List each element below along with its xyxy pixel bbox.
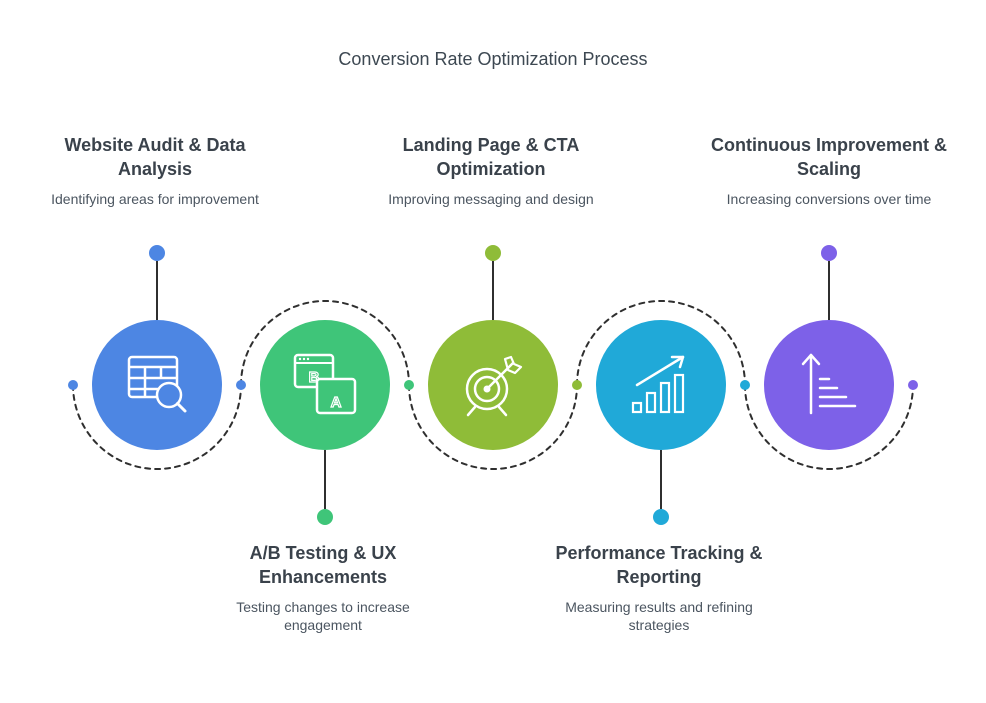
step-1-text: Website Audit & Data Analysis Identifyin… bbox=[35, 133, 275, 208]
step-4-title: Performance Tracking & Reporting bbox=[555, 543, 763, 587]
step-4-text: Performance Tracking & Reporting Measuri… bbox=[539, 541, 779, 634]
step-3-circle bbox=[428, 320, 558, 450]
step-1-circle bbox=[92, 320, 222, 450]
step-3-title: Landing Page & CTA Optimization bbox=[402, 135, 580, 179]
svg-text:A: A bbox=[331, 394, 342, 411]
step-2-title: A/B Testing & UX Enhancements bbox=[249, 543, 397, 587]
step-4-connector-dot bbox=[653, 509, 669, 525]
step-2-description: Testing changes to increase engagement bbox=[236, 599, 410, 633]
step-1-dashed-arc bbox=[72, 384, 242, 470]
arc-joint-dot-5 bbox=[740, 380, 750, 390]
step-5-description: Increasing conversions over time bbox=[726, 191, 932, 207]
table-search-icon bbox=[121, 349, 193, 421]
step-5-connector-dot bbox=[821, 245, 837, 261]
step-2-text: A/B Testing & UX Enhancements Testing ch… bbox=[203, 541, 443, 634]
step-5-dashed-arc bbox=[744, 384, 914, 470]
step-2-connector-dot bbox=[317, 509, 333, 525]
diagram-title: Conversion Rate Optimization Process bbox=[338, 49, 648, 69]
step-5-circle bbox=[764, 320, 894, 450]
ab-test-icon: B A bbox=[289, 349, 361, 421]
step-1-description: Identifying areas for improvement bbox=[51, 191, 259, 207]
arc-joint-dot-2 bbox=[236, 380, 246, 390]
scaling-arrow-icon bbox=[793, 349, 865, 421]
step-3-text: Landing Page & CTA Optimization Improvin… bbox=[371, 133, 611, 208]
step-5-text: Continuous Improvement & Scaling Increas… bbox=[709, 133, 949, 208]
target-icon bbox=[457, 349, 529, 421]
step-1-title: Website Audit & Data Analysis bbox=[64, 135, 246, 179]
step-4-description: Measuring results and refining strategie… bbox=[565, 599, 753, 633]
step-2-dashed-arc bbox=[240, 300, 410, 386]
step-1-connector-dot bbox=[149, 245, 165, 261]
arc-joint-dot-1 bbox=[68, 380, 78, 390]
growth-chart-icon bbox=[625, 349, 697, 421]
step-4-dashed-arc bbox=[576, 300, 746, 386]
step-3-description: Improving messaging and design bbox=[388, 191, 594, 207]
arc-joint-dot-4 bbox=[572, 380, 582, 390]
arc-joint-dot-3 bbox=[404, 380, 414, 390]
arc-joint-dot-6 bbox=[908, 380, 918, 390]
step-3-dashed-arc bbox=[408, 384, 578, 470]
step-5-title: Continuous Improvement & Scaling bbox=[710, 135, 947, 179]
step-3-connector-dot bbox=[485, 245, 501, 261]
